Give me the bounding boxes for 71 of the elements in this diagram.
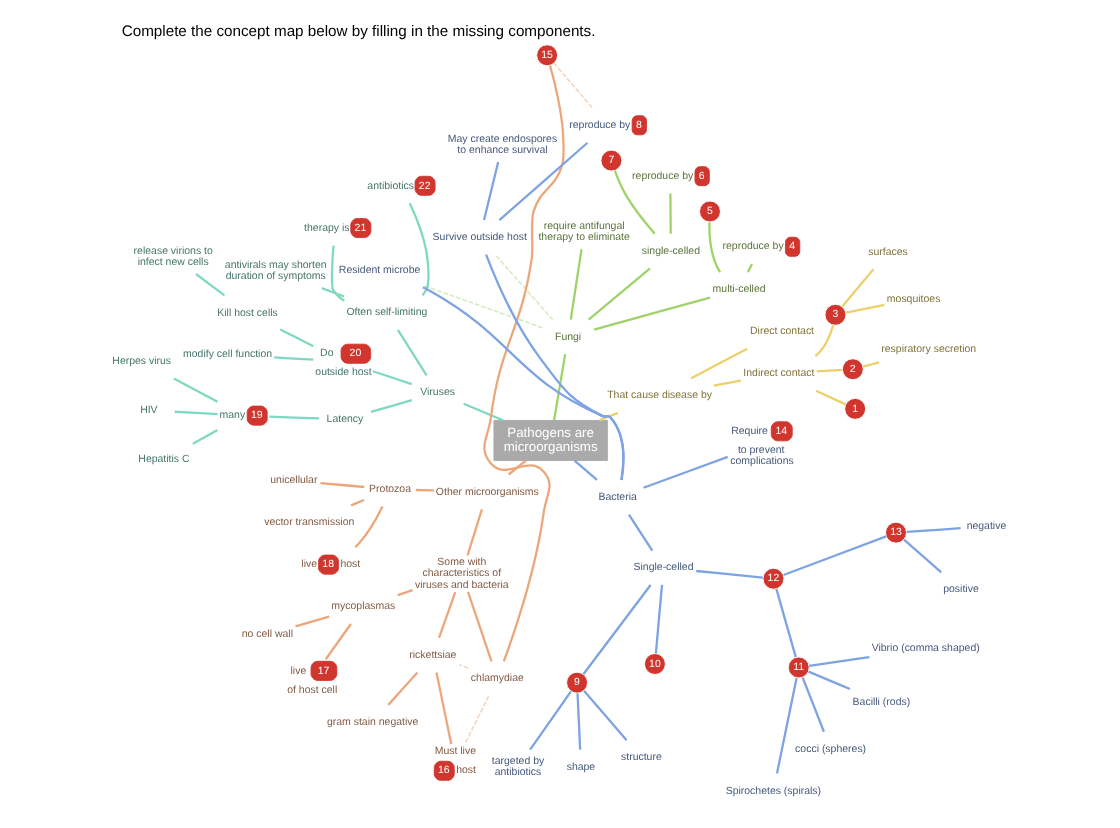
connector — [172, 377, 217, 403]
connector — [395, 329, 427, 376]
connector — [421, 284, 543, 329]
connector — [551, 354, 566, 421]
connector — [323, 623, 351, 660]
connector — [528, 690, 571, 751]
connector — [627, 514, 653, 552]
connector — [774, 588, 796, 658]
connector — [592, 296, 710, 331]
connector — [695, 569, 762, 579]
connector — [902, 538, 941, 574]
connector — [493, 254, 553, 321]
connector — [807, 670, 850, 691]
connector — [173, 410, 217, 416]
connector — [369, 399, 412, 414]
connector — [407, 202, 429, 296]
connector — [689, 347, 747, 380]
connector — [320, 287, 344, 298]
connector — [712, 379, 741, 387]
connector — [434, 672, 452, 745]
connector — [840, 268, 874, 308]
connector — [273, 356, 313, 361]
connector — [745, 263, 752, 273]
connector — [353, 506, 383, 549]
connector — [278, 328, 313, 348]
connector — [597, 411, 618, 422]
connector — [457, 664, 468, 669]
connector — [905, 527, 960, 534]
connector — [414, 488, 433, 492]
connector — [349, 499, 364, 507]
connector — [268, 415, 319, 420]
connector — [800, 677, 824, 733]
connector — [844, 303, 884, 314]
connector — [436, 591, 456, 639]
connector — [575, 693, 581, 750]
connector — [807, 655, 869, 668]
connector — [497, 141, 588, 221]
connector — [861, 361, 879, 368]
connector — [815, 368, 842, 373]
connector — [782, 535, 886, 577]
connector — [481, 161, 499, 221]
connector — [386, 671, 418, 706]
connector — [294, 615, 329, 628]
connector — [552, 62, 593, 109]
connector — [586, 267, 650, 321]
connector — [462, 402, 503, 422]
connector — [612, 170, 655, 235]
connector — [814, 389, 846, 406]
connector — [813, 324, 834, 358]
connector — [568, 249, 582, 320]
connector — [642, 455, 728, 489]
connector — [572, 459, 597, 481]
connector — [329, 245, 344, 302]
connector — [482, 65, 564, 662]
connector — [582, 689, 627, 741]
connector — [371, 370, 412, 386]
connector — [707, 222, 721, 273]
connector — [653, 584, 663, 654]
connector — [319, 481, 364, 489]
connector — [581, 584, 651, 675]
connector — [463, 695, 489, 745]
connector — [191, 429, 217, 445]
connector — [774, 677, 797, 774]
connector — [668, 193, 671, 234]
connector — [465, 591, 492, 662]
connector — [465, 508, 483, 556]
connector — [194, 273, 225, 297]
connector — [507, 459, 526, 476]
connector — [421, 286, 624, 481]
diagram-title: Complete the concept map below by filling in the missing components. — [120, 21, 595, 40]
connector — [396, 589, 412, 597]
